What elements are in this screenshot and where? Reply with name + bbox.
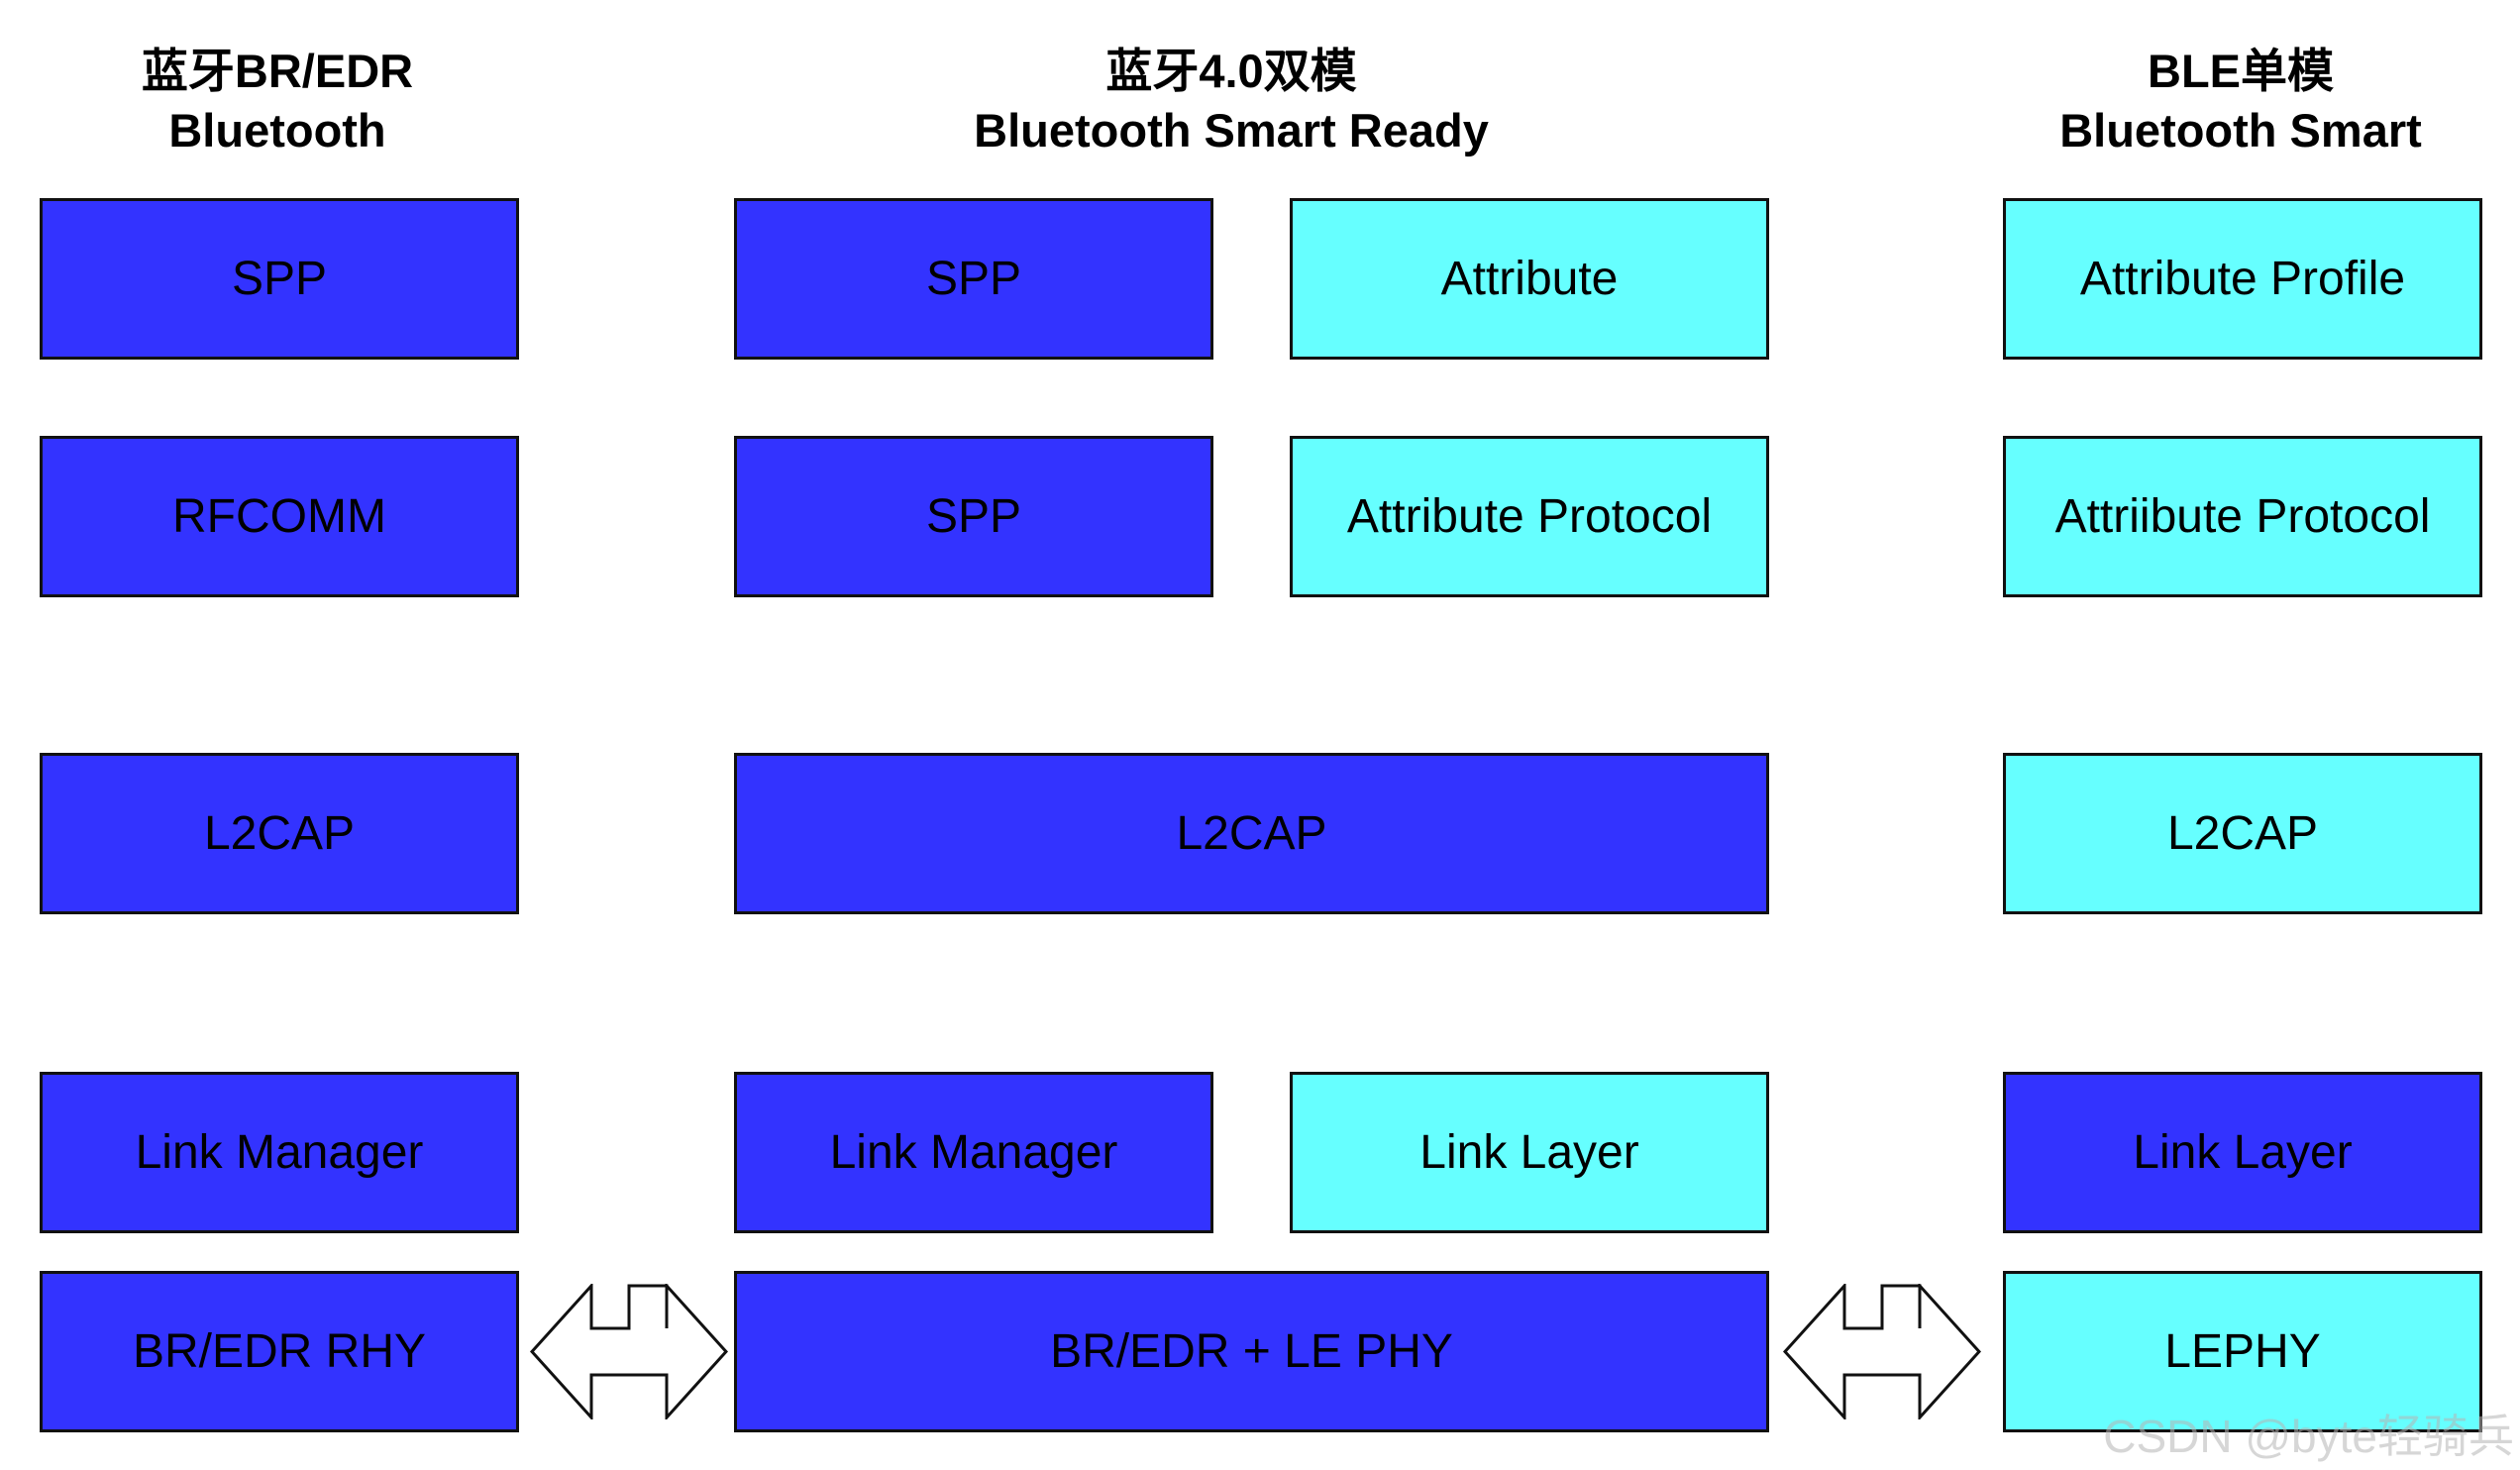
double-headed-arrow-icon [530, 1284, 728, 1419]
column-title-ble: BLE单模 Bluetooth Smart [2003, 42, 2478, 160]
column-title-bredr-cn: 蓝牙BR/EDR [141, 45, 414, 97]
middle-spp-top-block: SPP [734, 198, 1213, 360]
column-title-ble-en: Bluetooth Smart [2059, 104, 2422, 157]
left-rfcomm-block: RFCOMM [40, 436, 519, 597]
right-l2cap-block: L2CAP [2003, 753, 2482, 914]
left-spp-block: SPP [40, 198, 519, 360]
left-phy-block: BR/EDR RHY [40, 1271, 519, 1432]
column-title-bredr-en: Bluetooth [168, 104, 386, 157]
middle-phy-block: BR/EDR + LE PHY [734, 1271, 1769, 1432]
column-title-bredr: 蓝牙BR/EDR Bluetooth [40, 42, 515, 160]
watermark-text: CSDN @byte轻骑兵 [2103, 1411, 2514, 1462]
middle-link-manager-block: Link Manager [734, 1072, 1213, 1233]
right-link-layer-block: Link Layer [2003, 1072, 2482, 1233]
right-attribute-protocol-block: Attriibute Protocol [2003, 436, 2482, 597]
middle-link-layer-block: Link Layer [1290, 1072, 1769, 1233]
left-l2cap-block: L2CAP [40, 753, 519, 914]
double-headed-arrow-icon [1783, 1284, 1981, 1419]
column-title-dual-mode: 蓝牙4.0双模 Bluetooth Smart Ready [835, 42, 1628, 160]
middle-l2cap-block: L2CAP [734, 753, 1769, 914]
right-phy-block: LEPHY [2003, 1271, 2482, 1432]
column-title-dual-mode-en: Bluetooth Smart Ready [974, 104, 1489, 157]
right-attribute-profile-block: Attribute Profile [2003, 198, 2482, 360]
middle-attribute-protocol-block: Attribute Protocol [1290, 436, 1769, 597]
middle-spp-second-block: SPP [734, 436, 1213, 597]
middle-attribute-block: Attribute [1290, 198, 1769, 360]
column-title-ble-cn: BLE单模 [2148, 45, 2334, 97]
left-link-manager-block: Link Manager [40, 1072, 519, 1233]
column-title-dual-mode-cn: 蓝牙4.0双模 [1105, 45, 1357, 97]
